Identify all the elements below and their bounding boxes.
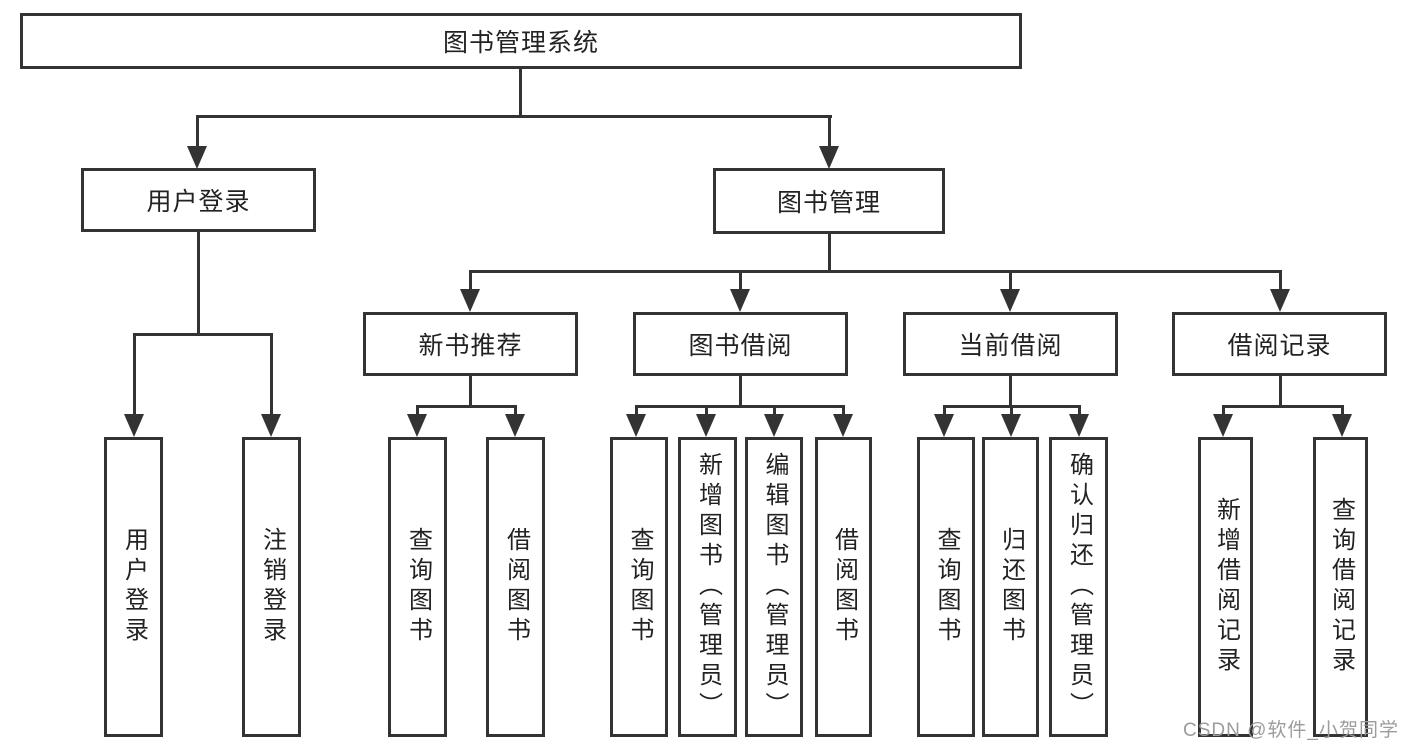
connector-line bbox=[519, 69, 522, 117]
connector-line bbox=[1341, 405, 1344, 417]
leaf-label: 查询图书 bbox=[404, 527, 432, 647]
connector-line bbox=[416, 405, 419, 417]
leaf-user-login: 用户登录 bbox=[104, 437, 163, 737]
leaf-edit-book-admin: 编辑图书（管理员） bbox=[745, 437, 803, 737]
arrow-down-icon bbox=[1000, 289, 1020, 312]
connector-line bbox=[1222, 405, 1343, 408]
connector-line bbox=[1010, 405, 1013, 417]
node-current-borrowing: 当前借阅 bbox=[903, 312, 1118, 376]
arrow-down-icon bbox=[764, 414, 784, 437]
leaf-label: 注销登录 bbox=[258, 527, 286, 647]
arrow-down-icon bbox=[934, 414, 954, 437]
arrow-down-icon bbox=[819, 146, 839, 169]
node-label: 当前借阅 bbox=[958, 332, 1063, 360]
arrow-down-icon bbox=[1213, 414, 1233, 437]
node-label: 图书借阅 bbox=[688, 332, 793, 360]
connector-line bbox=[828, 115, 831, 149]
leaf-label: 新增图书（管理员） bbox=[694, 452, 722, 722]
connector-line bbox=[635, 405, 844, 408]
leaf-add-book-admin: 新增图书（管理员） bbox=[678, 437, 737, 737]
connector-line bbox=[469, 270, 472, 292]
node-label: 新书推荐 bbox=[418, 332, 523, 360]
connector-line bbox=[1009, 270, 1012, 292]
leaf-logout: 注销登录 bbox=[242, 437, 301, 737]
leaf-query-books-current: 查询图书 bbox=[917, 437, 975, 737]
leaf-borrow-books: 借阅图书 bbox=[815, 437, 872, 737]
connector-line bbox=[1009, 376, 1012, 408]
connector-line bbox=[739, 270, 742, 292]
connector-line bbox=[133, 333, 136, 415]
node-label: 图书管理系统 bbox=[442, 29, 599, 57]
leaf-label: 编辑图书（管理员） bbox=[761, 452, 788, 722]
arrow-down-icon bbox=[1001, 414, 1021, 437]
arrow-down-icon bbox=[407, 414, 427, 437]
arrow-down-icon bbox=[261, 414, 281, 437]
connector-line bbox=[416, 405, 517, 408]
leaf-label: 借阅图书 bbox=[502, 527, 530, 647]
arrow-down-icon bbox=[696, 414, 716, 437]
connector-line bbox=[469, 270, 1282, 273]
leaf-label: 查询图书 bbox=[626, 527, 653, 647]
leaf-label: 新增借阅记录 bbox=[1212, 497, 1240, 677]
leaf-return-book: 归还图书 bbox=[982, 437, 1039, 737]
connector-line bbox=[197, 232, 200, 336]
arrow-down-icon bbox=[730, 289, 750, 312]
node-label: 用户登录 bbox=[146, 188, 251, 216]
node-label: 图书管理 bbox=[776, 189, 881, 217]
leaf-label: 用户登录 bbox=[120, 527, 148, 647]
node-book-borrowing: 图书借阅 bbox=[633, 312, 848, 376]
connector-line bbox=[773, 405, 776, 417]
connector-line bbox=[514, 405, 517, 417]
connector-line bbox=[739, 376, 742, 408]
leaf-label: 查询借阅记录 bbox=[1327, 497, 1355, 677]
arrow-down-icon bbox=[1332, 414, 1352, 437]
connector-line bbox=[1222, 405, 1225, 417]
connector-line bbox=[1279, 376, 1282, 408]
connector-line bbox=[828, 234, 831, 272]
arrow-down-icon bbox=[833, 414, 853, 437]
connector-line bbox=[1078, 405, 1081, 417]
leaf-query-borrow-record: 查询借阅记录 bbox=[1313, 437, 1368, 737]
leaf-label: 确认归还（管理员） bbox=[1065, 452, 1093, 722]
node-user-login: 用户登录 bbox=[81, 168, 316, 232]
connector-line bbox=[943, 405, 946, 417]
arrow-down-icon bbox=[505, 414, 525, 437]
leaf-add-borrow-record: 新增借阅记录 bbox=[1198, 437, 1253, 737]
leaf-label: 归还图书 bbox=[997, 527, 1025, 647]
connector-line bbox=[635, 405, 638, 417]
connector-line bbox=[270, 333, 273, 415]
connector-line bbox=[196, 115, 199, 149]
leaf-borrow-books-recommend: 借阅图书 bbox=[486, 437, 545, 737]
arrow-down-icon bbox=[187, 146, 207, 169]
node-new-book-recommendation: 新书推荐 bbox=[363, 312, 578, 376]
node-book-management: 图书管理 bbox=[713, 168, 945, 234]
csdn-watermark: CSDN @软件_小贺同学 bbox=[1183, 720, 1399, 741]
arrow-down-icon bbox=[1270, 289, 1290, 312]
connector-line bbox=[705, 405, 708, 417]
leaf-query-books-recommend: 查询图书 bbox=[388, 437, 447, 737]
arrow-down-icon bbox=[460, 289, 480, 312]
arrow-down-icon bbox=[1069, 414, 1089, 437]
connector-line bbox=[133, 333, 273, 336]
leaf-label: 借阅图书 bbox=[830, 527, 858, 647]
leaf-confirm-return-admin: 确认归还（管理员） bbox=[1049, 437, 1108, 737]
connector-line bbox=[469, 376, 472, 408]
node-borrowing-records: 借阅记录 bbox=[1172, 312, 1387, 376]
node-label: 借阅记录 bbox=[1227, 332, 1332, 360]
leaf-label: 查询图书 bbox=[933, 527, 960, 647]
arrow-down-icon bbox=[626, 414, 646, 437]
connector-line bbox=[197, 115, 832, 118]
connector-line bbox=[842, 405, 845, 417]
node-library-management-system: 图书管理系统 bbox=[20, 13, 1022, 69]
connector-line bbox=[1279, 270, 1282, 292]
leaf-query-books-borrowing: 查询图书 bbox=[610, 437, 668, 737]
arrow-down-icon bbox=[124, 414, 144, 437]
